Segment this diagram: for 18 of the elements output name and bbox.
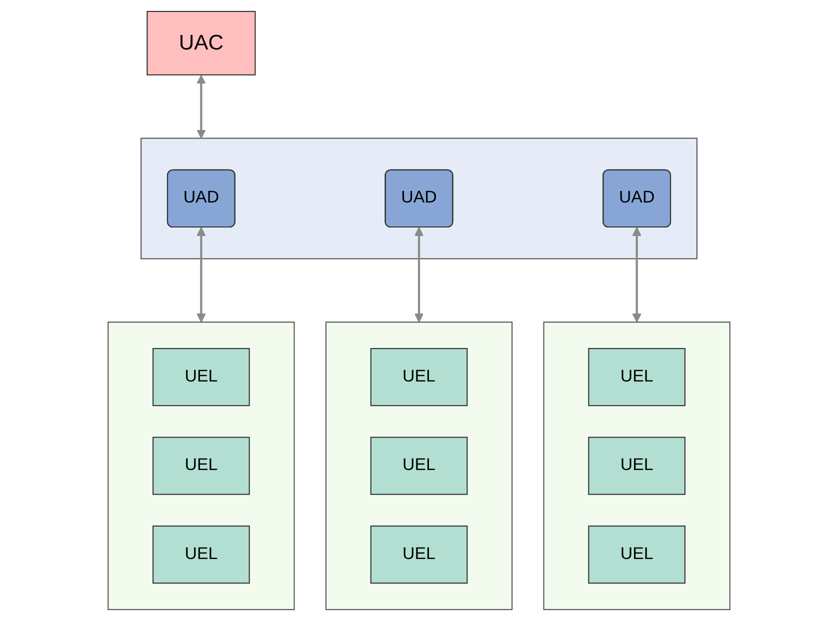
node-box: UEL [152,436,250,495]
cluster [543,322,730,610]
arrow [196,227,206,323]
node-box: UEL [588,436,686,495]
node-box: UAC [146,10,256,76]
node-box: UEL [370,526,468,584]
node-box: UEL [370,348,468,406]
node-box: UEL [588,526,686,584]
arrow [414,227,424,323]
arrow [196,74,206,139]
node-box: UEL [152,526,250,584]
node-box: UEL [370,436,468,495]
node-box: UEL [588,348,686,406]
cluster [108,322,295,610]
node-box: UEL [152,348,250,406]
arrow [632,227,642,323]
cluster [140,138,698,260]
cluster [325,322,513,610]
